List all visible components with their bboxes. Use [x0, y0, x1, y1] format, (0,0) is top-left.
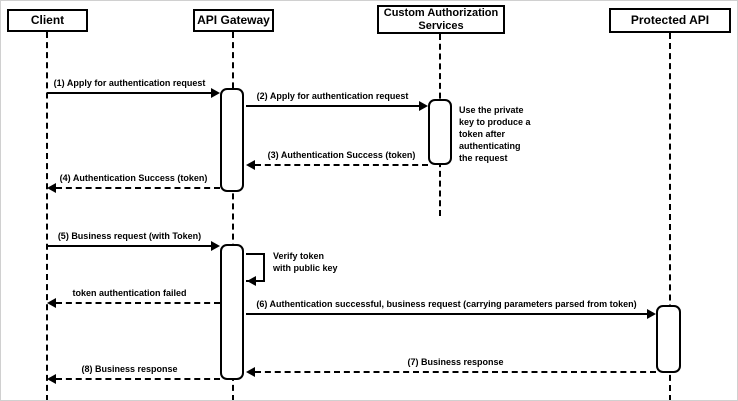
message-failed-arrowhead-icon: [47, 298, 56, 308]
participant-custom-authorization-services: Custom Authorization Services: [377, 5, 505, 34]
lifeline-api-gateway: [232, 32, 234, 400]
message-4-arrowhead-icon: [47, 183, 56, 193]
message-8-line: [56, 378, 220, 380]
message-7-label: (7) Business response: [407, 357, 504, 367]
note-private-key-line5: the request: [459, 152, 508, 163]
message-7-arrowhead-icon: [246, 367, 255, 377]
participant-protected-api: Protected API: [609, 8, 731, 33]
activation-api-gateway-business: [220, 244, 244, 380]
message-1-line: [47, 92, 211, 94]
message-2-arrowhead-icon: [419, 101, 428, 111]
message-1-arrowhead-icon: [211, 88, 220, 98]
message-6-arrowhead-icon: [647, 309, 656, 319]
lifeline-client: [46, 32, 48, 400]
message-5-line: [47, 245, 211, 247]
message-8-arrowhead-icon: [47, 374, 56, 384]
message-2-label: (2) Apply for authentication request: [256, 91, 409, 101]
activation-custom-authorization-services: [428, 99, 452, 165]
note-private-key: Use the private key to produce a token a…: [459, 105, 541, 164]
message-3-label: (3) Authentication Success (token): [267, 150, 416, 160]
note-private-key-line1: Use the private: [459, 105, 524, 115]
message-4-line: [56, 187, 220, 189]
activation-protected-api: [656, 305, 681, 373]
participant-protected-api-label: Protected API: [630, 12, 710, 27]
message-5-arrowhead-icon: [211, 241, 220, 251]
activation-api-gateway-auth: [220, 88, 244, 192]
self-message-verify-token-arrowhead-icon: [247, 276, 256, 286]
message-2-line: [246, 105, 419, 107]
message-1-label: (1) Apply for authentication request: [53, 78, 206, 88]
note-private-key-line3: token after: [459, 128, 506, 139]
self-message-verify-token-label: Verify token with public key: [273, 251, 363, 275]
lifeline-protected-api: [669, 33, 671, 400]
participant-api-gateway: API Gateway: [193, 9, 274, 32]
message-7-line: [255, 371, 656, 373]
participant-client-label: Client: [30, 12, 65, 27]
participant-client: Client: [7, 9, 88, 32]
message-3-arrowhead-icon: [246, 160, 255, 170]
message-failed-label: token authentication failed: [72, 288, 187, 298]
participant-api-gateway-label: API Gateway: [197, 12, 270, 27]
self-message-verify-token-line2: with public key: [273, 262, 338, 273]
message-3-line: [255, 164, 428, 166]
note-private-key-line4: authenticating: [459, 140, 521, 151]
message-4-label: (4) Authentication Success (token): [59, 173, 208, 183]
message-6-line: [246, 313, 647, 315]
message-5-label: (5) Business request (with Token): [57, 231, 202, 241]
note-private-key-line2: key to produce a: [459, 116, 531, 127]
self-message-verify-token-line1: Verify token: [273, 251, 325, 261]
message-6-label: (6) Authentication successful, business …: [256, 299, 637, 309]
participant-custom-authorization-services-label: Custom Authorization Services: [383, 6, 499, 32]
message-failed-line: [56, 302, 220, 304]
message-8-label: (8) Business response: [81, 364, 178, 374]
